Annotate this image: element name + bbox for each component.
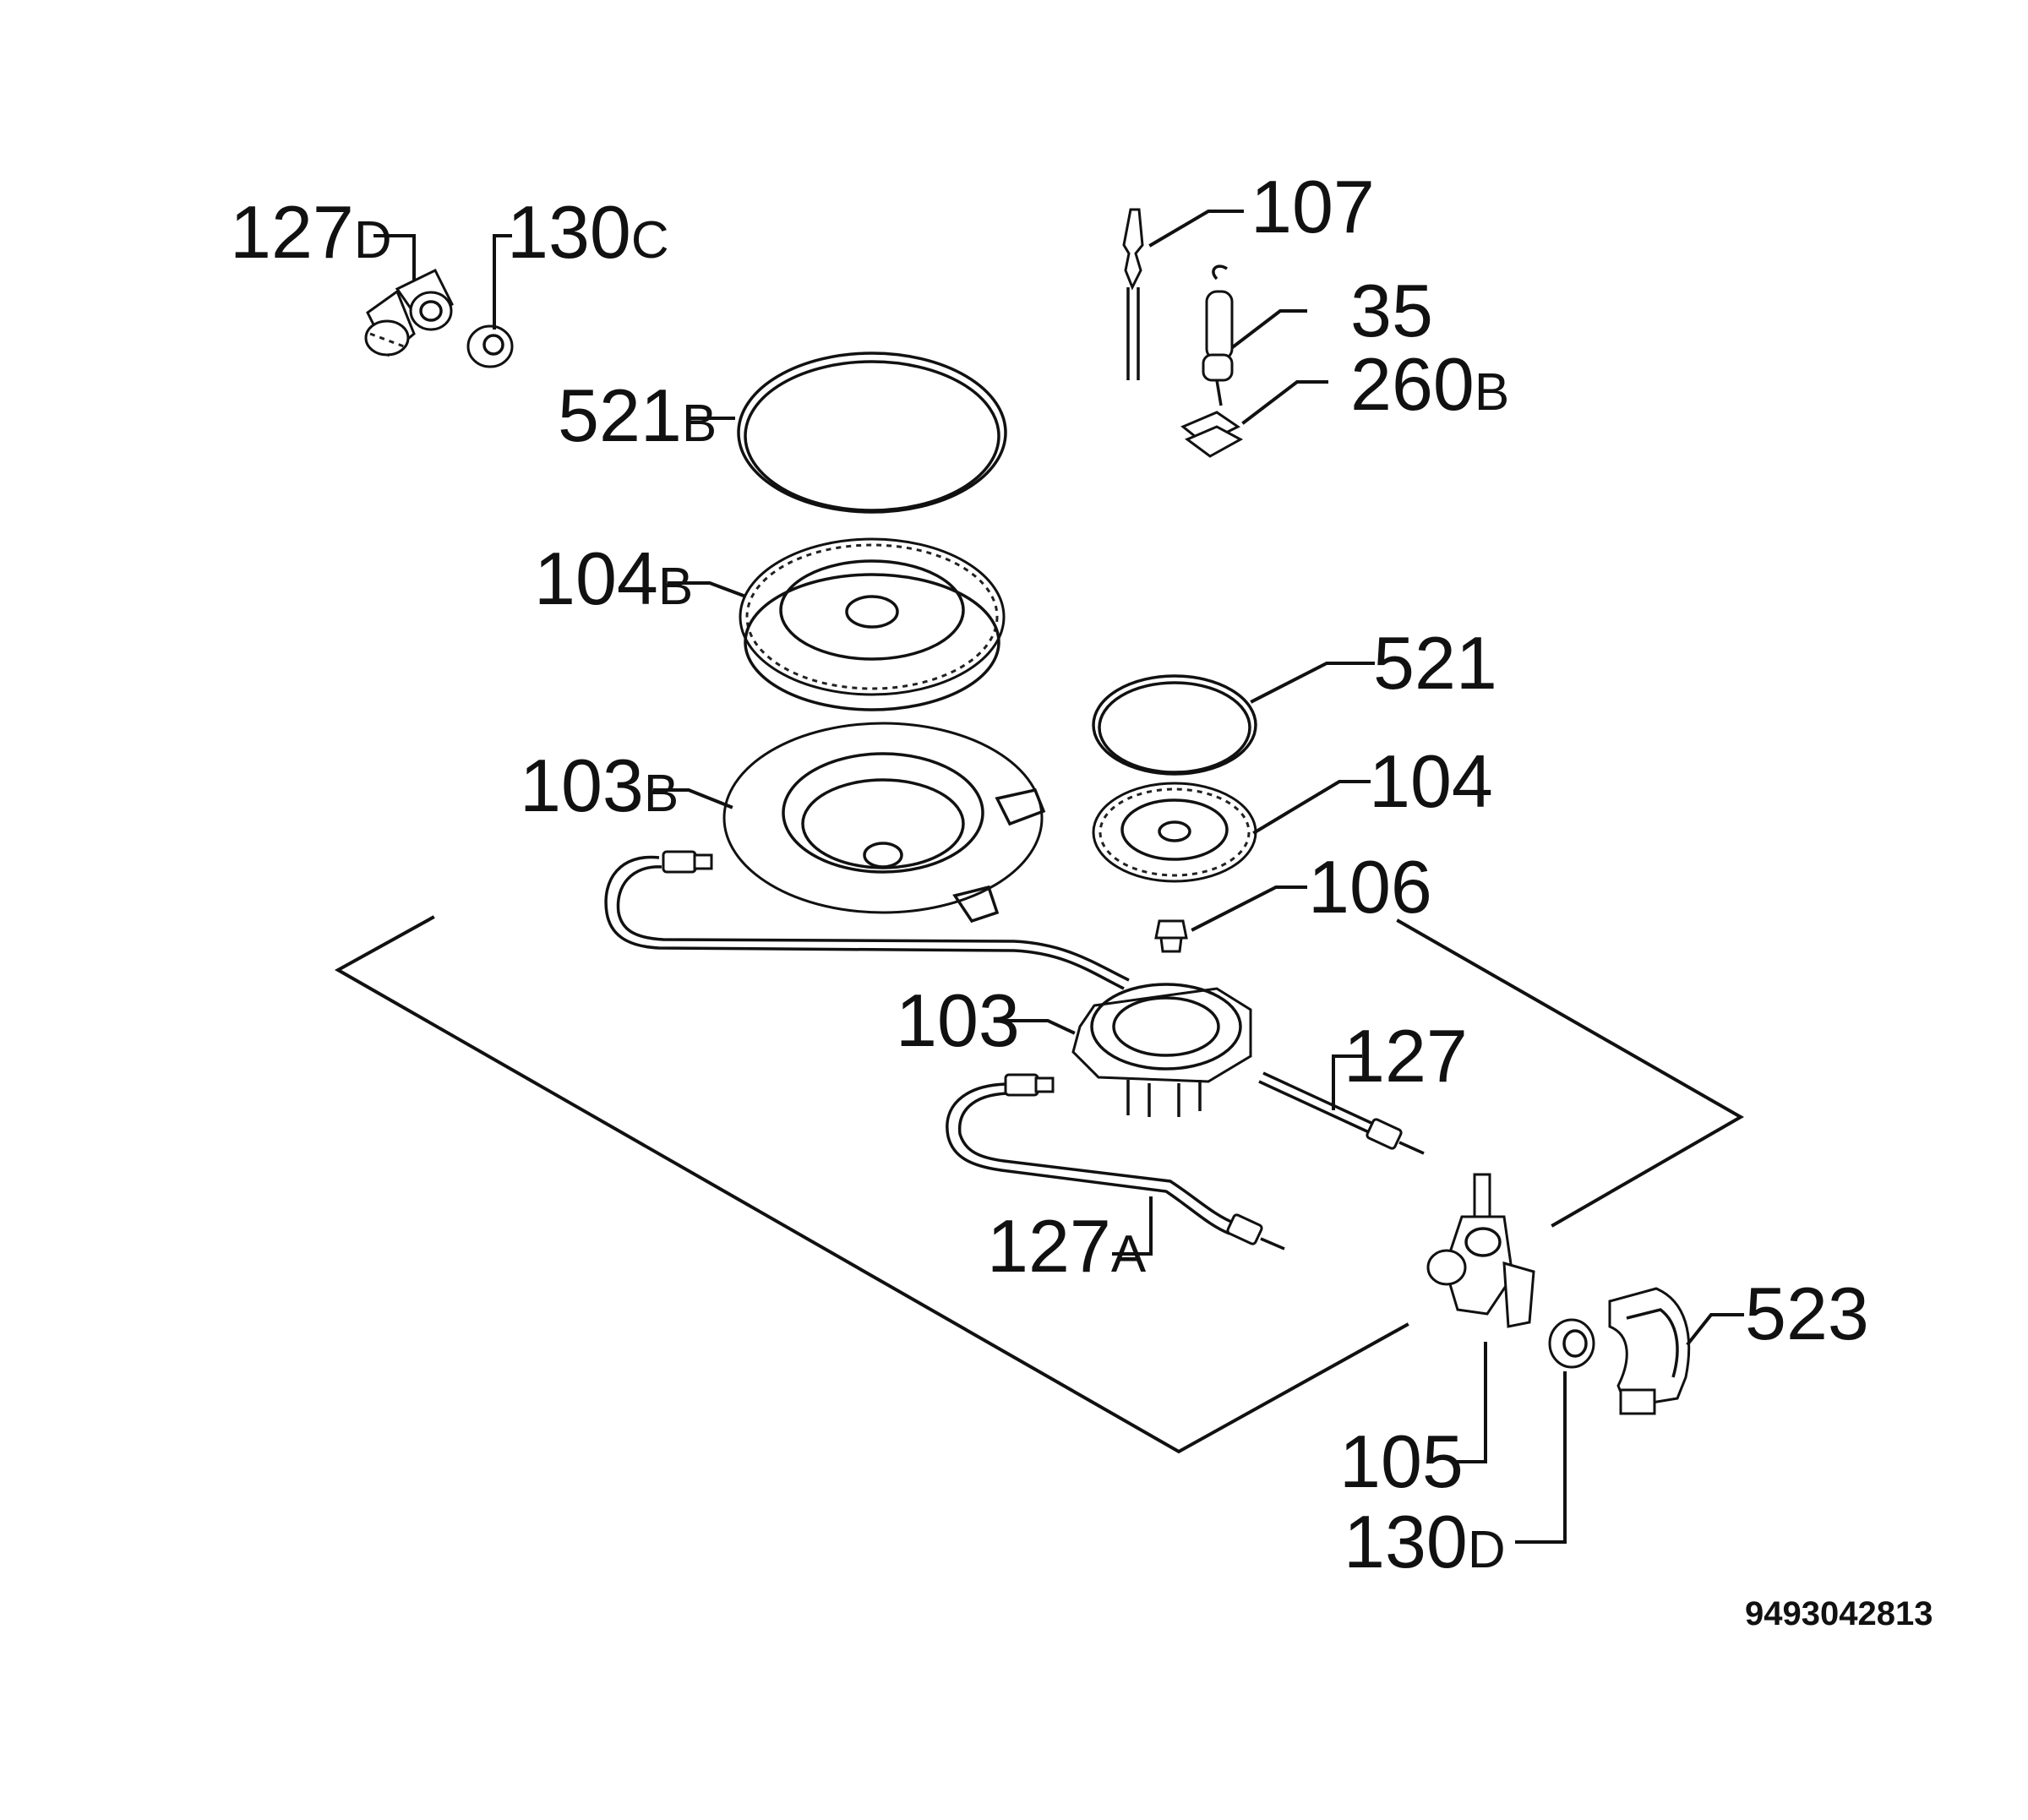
label-127a: 127A	[987, 1204, 1147, 1288]
part-103b-burner-base	[722, 722, 1046, 924]
part-127d-elbow-connector	[364, 268, 454, 357]
leader-lines	[373, 210, 1744, 1544]
gas-pipe-127	[1258, 1071, 1425, 1155]
part-103-burner-base	[1071, 983, 1252, 1117]
drawing-number: 9493042813	[1745, 1595, 1933, 1632]
label-103b: 103B	[520, 744, 679, 827]
part-104b-flame-spreader	[739, 537, 1006, 711]
label-130c: 130C	[507, 190, 669, 274]
label-105: 105	[1339, 1419, 1464, 1503]
label-103: 103	[896, 978, 1020, 1062]
label-130d: 130D	[1344, 1500, 1506, 1583]
label-104b: 104B	[534, 537, 693, 620]
part-521b-burner-cap	[737, 351, 1007, 514]
label-106: 106	[1308, 845, 1432, 929]
part-104-flame-spreader	[1092, 782, 1257, 883]
part-521-burner-cap	[1092, 674, 1257, 776]
part-labels: 127D 130C 107 35 260B 521B 104B 521 103B…	[230, 165, 1869, 1583]
part-107-thermocouple	[1122, 208, 1144, 380]
gas-pipe-103b	[604, 850, 1130, 990]
part-260b-clip	[1180, 411, 1244, 458]
label-107: 107	[1251, 165, 1375, 248]
part-105-gas-tap	[1426, 1173, 1535, 1328]
label-35: 35	[1350, 269, 1433, 352]
label-260b: 260B	[1350, 342, 1509, 426]
part-130d-seal	[1548, 1318, 1595, 1369]
label-521: 521	[1373, 621, 1497, 705]
label-523: 523	[1745, 1272, 1869, 1355]
hob-outline	[334, 915, 1745, 1454]
part-130c-ring	[466, 324, 514, 368]
part-523-bracket	[1608, 1287, 1691, 1415]
part-35-ignition-electrode	[1202, 264, 1234, 406]
label-127: 127	[1344, 1014, 1468, 1098]
label-104: 104	[1369, 739, 1493, 823]
part-106-injector	[1154, 919, 1188, 953]
gas-pipe-127a	[946, 1073, 1285, 1251]
label-127d: 127D	[230, 190, 392, 274]
label-521b: 521B	[558, 373, 717, 457]
